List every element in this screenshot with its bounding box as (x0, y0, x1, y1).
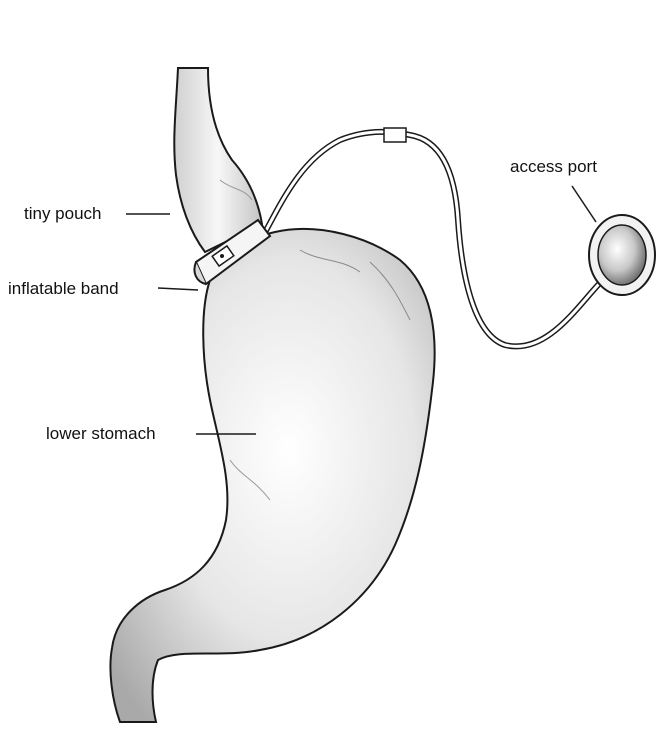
leader-line-access-port (572, 186, 596, 222)
esophagus-pouch (174, 68, 262, 252)
access-port (589, 215, 655, 295)
leader-line-inflatable-band (158, 288, 198, 290)
lower-stomach (110, 229, 434, 722)
access-port-label: access port (510, 157, 597, 177)
tube-connector (384, 128, 406, 142)
lower-stomach-label: lower stomach (46, 424, 156, 444)
tiny-pouch-label: tiny pouch (24, 204, 102, 224)
inflatable-band-label: inflatable band (8, 279, 119, 299)
